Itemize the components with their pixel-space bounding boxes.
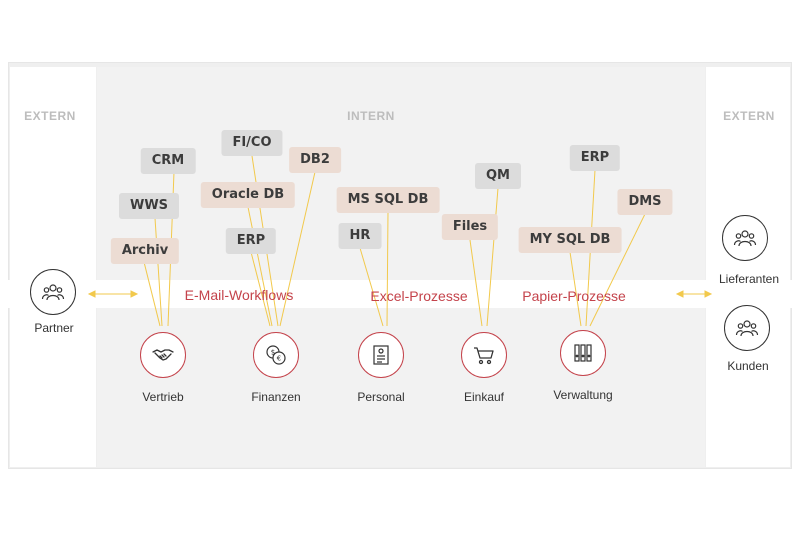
coins-icon: $ € — [266, 345, 286, 365]
system-tag-dms: DMS — [617, 189, 673, 215]
connector-oracle-finanzen — [247, 206, 273, 327]
arrow-right-right-head — [704, 290, 713, 298]
connector-qm-einkauf — [486, 187, 499, 327]
process-papier: Papier-Prozesse — [522, 288, 626, 304]
department-vertrieb-node — [140, 332, 186, 378]
group-icon — [733, 230, 757, 247]
connector-hr-personal — [359, 247, 384, 327]
system-tag-ms-sql-db: MS SQL DB — [336, 187, 440, 213]
system-tag-wws: WWS — [118, 193, 180, 219]
connector-erp-finanzen — [250, 251, 271, 327]
extern-left-panel — [10, 67, 96, 467]
system-tag-erp-finanzen: ERP — [225, 228, 277, 254]
connector-files-einkauf — [469, 239, 483, 327]
cart-icon — [474, 347, 494, 365]
external-lieferanten-label: Lieferanten — [718, 272, 780, 286]
connector-archiv-vertrieb — [143, 261, 161, 327]
binders-icon — [574, 344, 592, 362]
arrow-right-left-head — [675, 290, 684, 298]
system-tag-qm: QM — [475, 163, 521, 189]
connector-mssql-personal — [386, 211, 389, 327]
connector-dms-verwaltung — [589, 213, 646, 327]
arrow-partner-left-head — [87, 290, 96, 298]
department-einkauf-label: Einkauf — [463, 390, 505, 404]
department-personal-node — [358, 332, 404, 378]
system-tag-oracle-db: Oracle DB — [200, 182, 296, 208]
department-personal-label: Personal — [357, 390, 405, 404]
system-tag-my-sql-db: MY SQL DB — [518, 227, 622, 253]
external-partner-node — [30, 269, 76, 315]
department-finanzen-node: $ € — [253, 332, 299, 378]
department-vertrieb-label: Vertrieb — [142, 390, 184, 404]
process-email-workflows: E-Mail-Workflows — [184, 287, 294, 303]
arrow-partner-right-head — [130, 290, 139, 298]
process-excel: Excel-Prozesse — [370, 288, 468, 304]
system-tag-archiv: Archiv — [110, 238, 180, 264]
system-tag-crm: CRM — [140, 148, 196, 174]
connector-mysql-verwaltung — [569, 251, 582, 327]
external-partner-label: Partner — [34, 321, 74, 335]
system-tag-db2: DB2 — [289, 147, 341, 173]
department-verwaltung-label: Verwaltung — [553, 388, 613, 402]
department-einkauf-node — [461, 332, 507, 378]
intern-panel — [97, 67, 705, 467]
svg-text:$: $ — [271, 349, 275, 357]
document-icon — [373, 345, 389, 365]
external-kunden-node — [724, 305, 770, 351]
section-label-intern: INTERN — [347, 109, 395, 123]
system-tag-hr: HR — [338, 223, 382, 249]
group-icon — [735, 320, 759, 337]
connector-db2-finanzen — [279, 171, 316, 327]
external-kunden-label: Kunden — [727, 359, 769, 373]
section-label-extern-left: EXTERN — [24, 109, 76, 123]
system-tag-fico: FI/CO — [221, 130, 283, 156]
external-lieferanten-node — [722, 215, 768, 261]
extern-right-panel — [706, 67, 790, 467]
group-icon — [41, 284, 65, 301]
svg-text:€: € — [277, 355, 281, 363]
department-verwaltung-node — [560, 330, 606, 376]
process-band — [8, 280, 792, 308]
system-tag-files: Files — [441, 214, 499, 240]
connector-wws-vertrieb — [154, 217, 163, 327]
handshake-icon — [152, 349, 174, 361]
department-finanzen-label: Finanzen — [251, 390, 301, 404]
section-label-extern-right: EXTERN — [723, 109, 775, 123]
system-tag-erp-verwaltung: ERP — [569, 145, 621, 171]
